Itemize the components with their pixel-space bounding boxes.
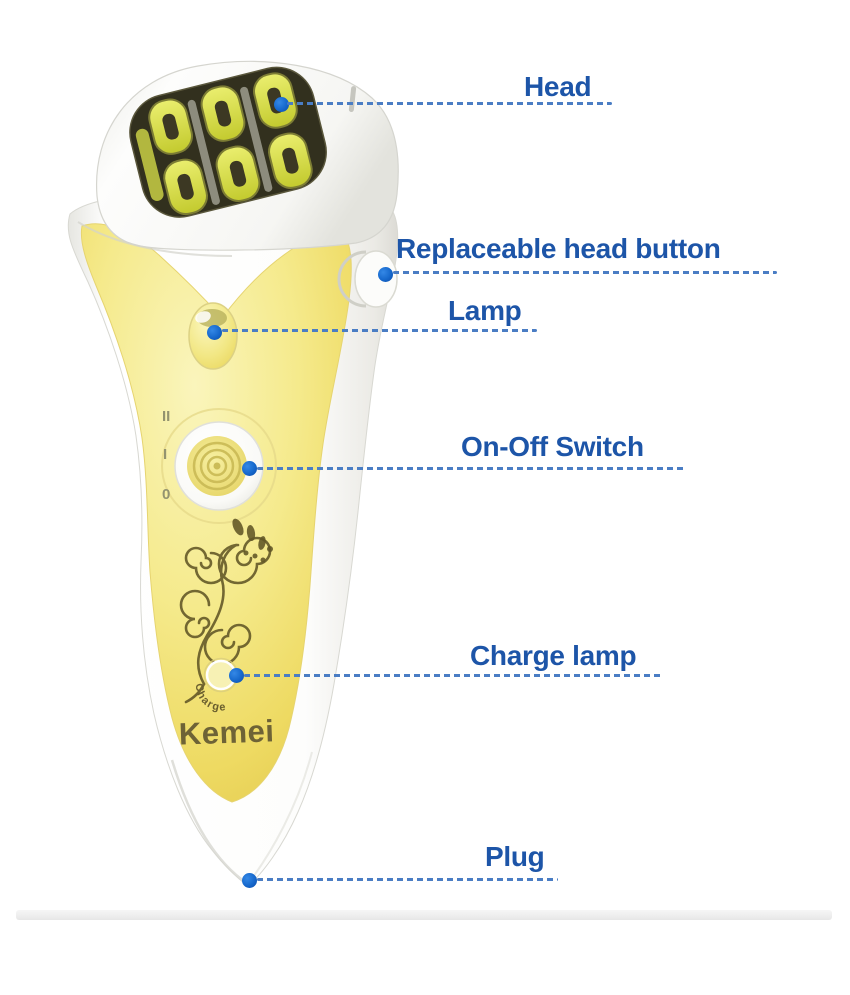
floral-ornament [179, 536, 272, 704]
head-slit [348, 86, 357, 112]
callout-label-replaceable-head-button: Replaceable head button [396, 233, 721, 264]
callout-label-head: Head [524, 71, 592, 102]
body-shading-left [170, 759, 249, 886]
callout-line-replaceable-head-button [393, 271, 777, 274]
callout-dot-replaceable-head-button [378, 267, 393, 282]
callout-dot-charge-lamp [229, 668, 244, 683]
roller-sliver [135, 128, 164, 201]
power-switch [161, 408, 277, 524]
callout-dot-lamp [207, 325, 222, 340]
callout-label-lamp: Lamp [448, 295, 522, 326]
roller-column-1 [148, 98, 208, 216]
callout-line-on-off-switch [257, 467, 685, 470]
callout-line-head [287, 102, 612, 105]
bottom-divider [16, 910, 832, 920]
roller-divider-1 [187, 99, 220, 205]
epilator-yellow-panel [80, 223, 352, 803]
switch-mark-2: II [162, 408, 170, 425]
roller-divider-2 [240, 86, 273, 192]
body-shading-right [247, 751, 313, 885]
callout-label-on-off-switch: On-Off Switch [461, 431, 644, 462]
callout-dot-plug [242, 873, 257, 888]
callout-line-plug [257, 878, 558, 881]
switch-mark-0: 0 [162, 486, 170, 503]
floral-leaves [232, 518, 273, 563]
callout-label-charge-lamp: Charge lamp [470, 640, 637, 671]
switch-mark-1: I [163, 446, 167, 463]
head-seam [77, 221, 233, 257]
replaceable-head-button [337, 250, 398, 308]
callout-line-charge-lamp [244, 674, 663, 677]
roller-column-2 [200, 85, 261, 202]
callout-line-lamp [222, 329, 537, 332]
callout-label-plug: Plug [485, 841, 545, 872]
callout-dot-on-off-switch [242, 461, 257, 476]
callout-dot-head [274, 97, 289, 112]
brand-text: Kemei [178, 713, 275, 751]
